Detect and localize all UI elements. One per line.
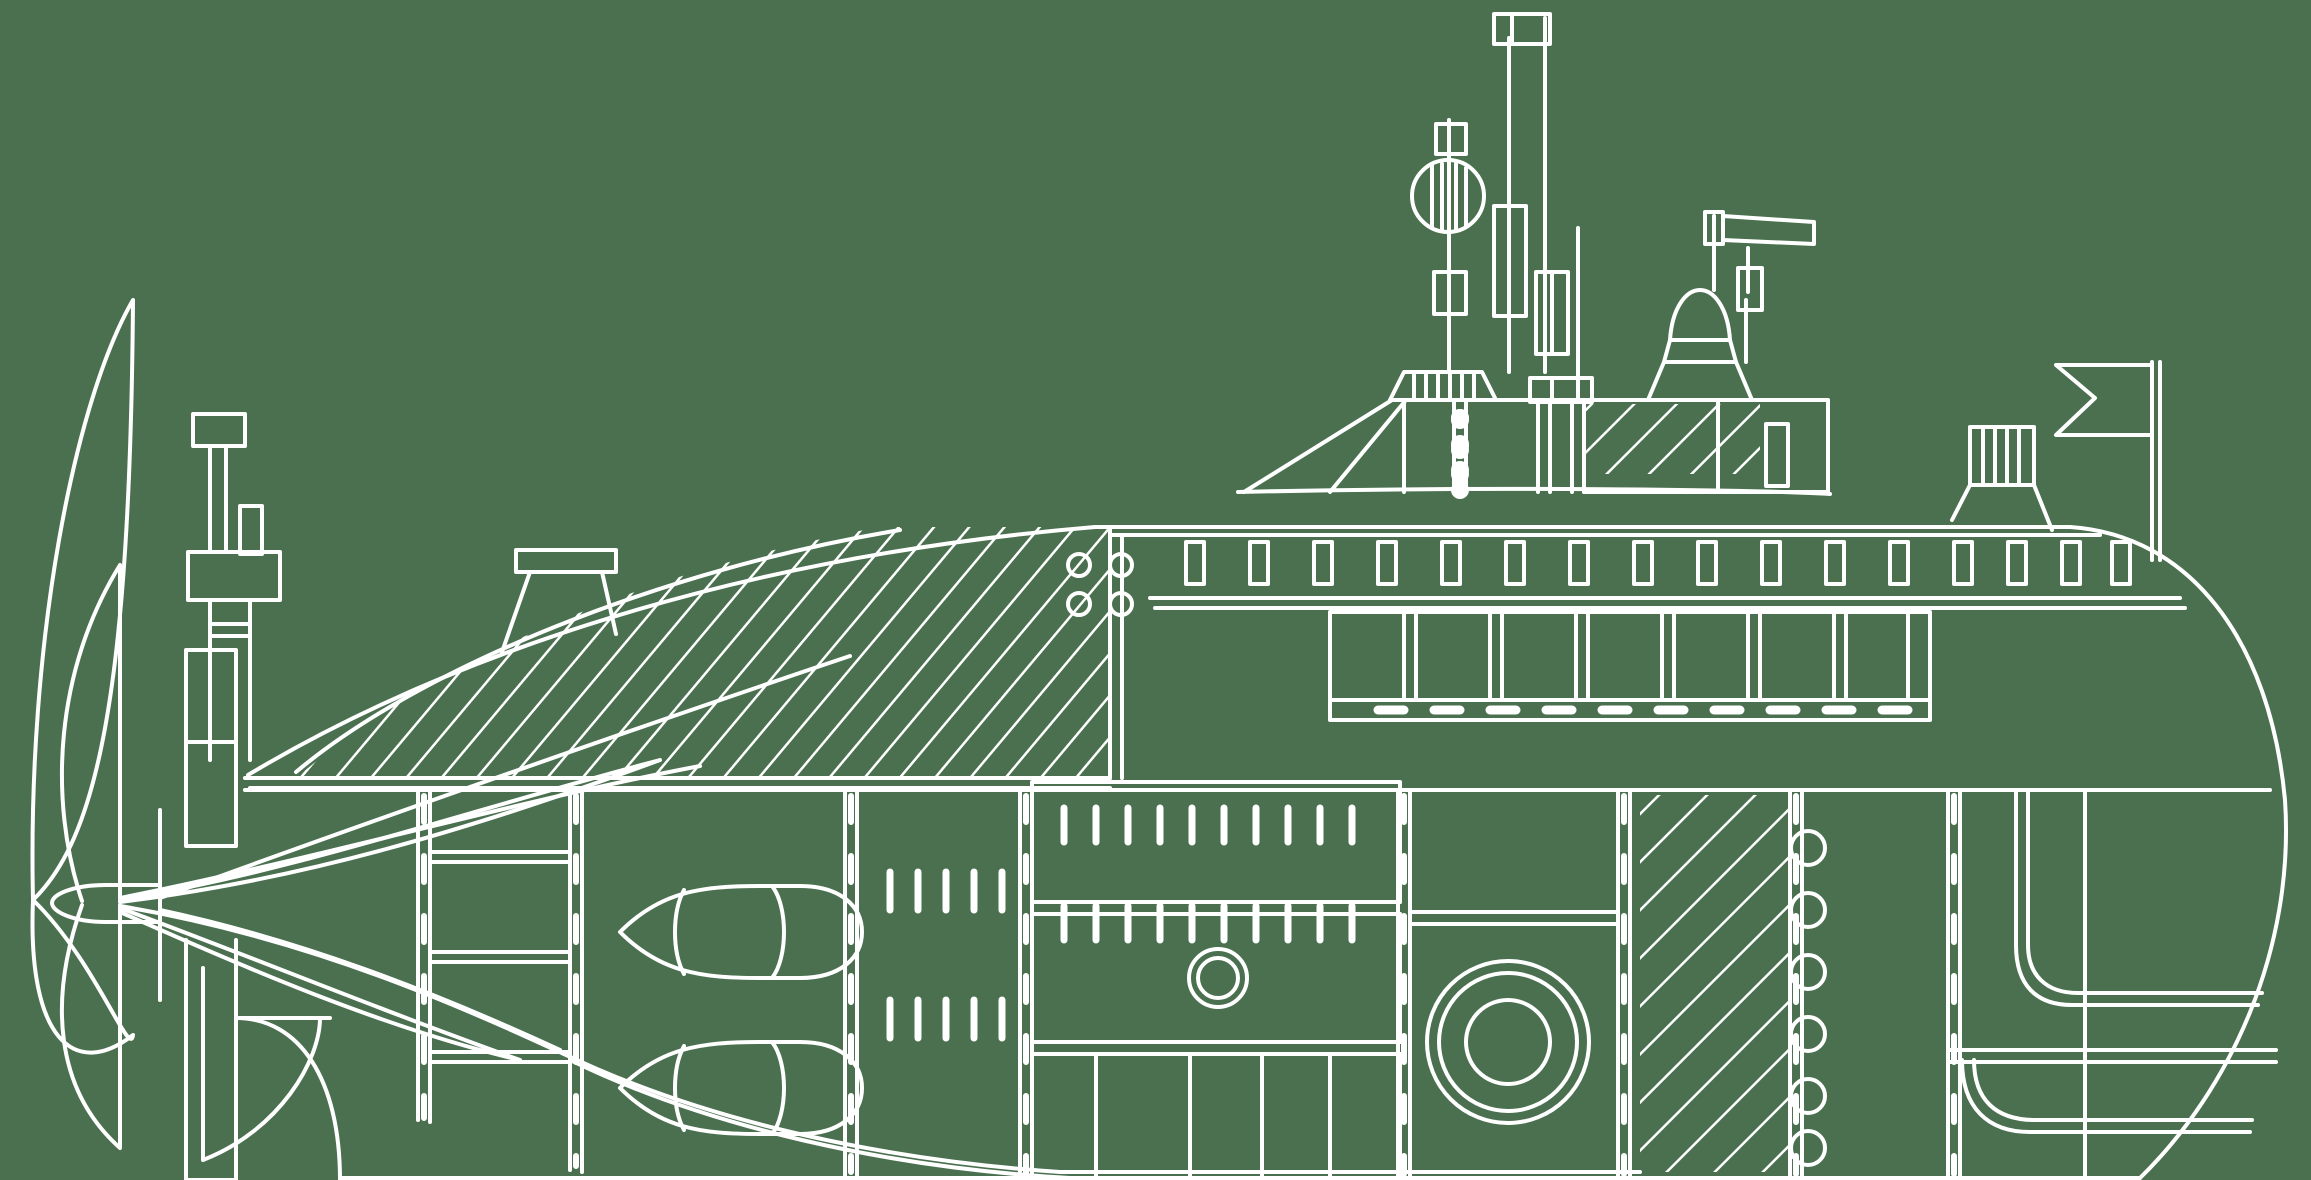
instrument-panel-lower	[1030, 902, 1402, 1044]
hatch-fill-sail-panel	[1585, 404, 1760, 474]
deck-railing	[1148, 540, 2187, 610]
instrument-panel-base-band	[1030, 1040, 1402, 1056]
bow-flagstaff	[2054, 360, 2162, 562]
torpedo-upper	[618, 884, 864, 980]
propeller-icon	[30, 298, 135, 1055]
bow-panel-upper	[2014, 788, 2264, 1007]
tick-panel-aft	[886, 868, 1006, 1042]
bridge-dome	[1646, 288, 1754, 402]
instrument-panel-upper	[1030, 780, 1402, 904]
hull-seam-dashes	[421, 793, 1957, 1177]
sail-rivets-4	[1451, 409, 1469, 499]
ladder-bay	[428, 850, 572, 1064]
torpedo-lower	[618, 1040, 864, 1136]
hatch-fairing-edge	[294, 528, 902, 774]
mast-flat-array	[1492, 12, 1552, 374]
aft-vent	[500, 548, 618, 654]
mast-radar-disc	[1410, 118, 1486, 374]
large-porthole	[1425, 959, 1591, 1125]
bow-panel-lower	[1960, 1058, 2254, 1134]
aft-periscope-mast	[186, 412, 282, 762]
sail-louver-cap	[1388, 370, 1498, 402]
porthole-panel	[1408, 910, 1620, 926]
deck-panel-grid	[1328, 610, 1932, 722]
rivet-column	[1789, 829, 1827, 1167]
bow-band-lines	[1946, 1048, 2278, 1064]
mast-radar-boom	[1703, 210, 1816, 312]
mast-whip	[1528, 16, 1594, 404]
sail-aft-house	[1716, 398, 1830, 494]
hull-bow-nose	[2068, 525, 2288, 1180]
hull-belly-curve-2	[568, 1058, 1072, 1180]
stern-plane-lower	[184, 938, 342, 1180]
hatch-fill-stern-fairing	[296, 527, 1110, 778]
small-gauge-porthole	[1187, 947, 1249, 1009]
hatch-fill-hull-block	[1640, 795, 1790, 1172]
stern-fin-lower	[201, 966, 322, 1162]
bow-vent	[1950, 425, 2054, 532]
hull-cell-row	[1030, 1052, 1402, 1178]
